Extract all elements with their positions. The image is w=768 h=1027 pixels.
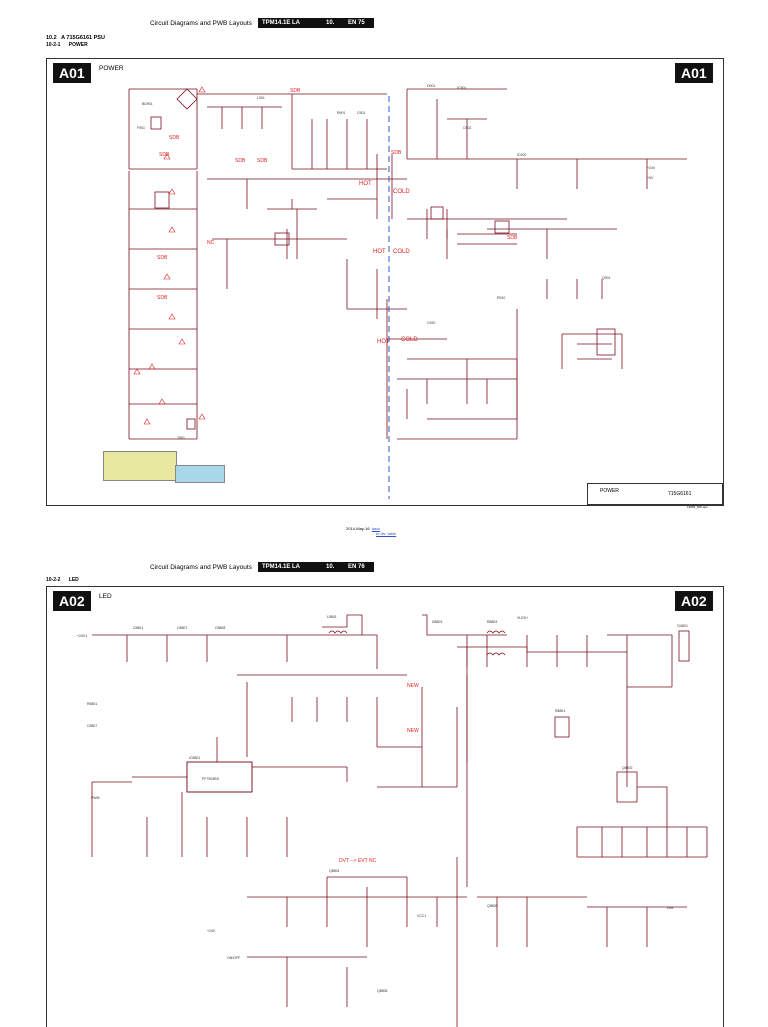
- cold-label-2: COLD: [393, 249, 410, 255]
- svg-text:IC902: IC902: [517, 153, 526, 157]
- footer-table-link[interactable]: to div. table: [376, 531, 397, 536]
- svg-text:Q8802: Q8802: [622, 766, 633, 770]
- svg-text:SDB: SDB: [257, 158, 268, 164]
- hot-label-3: HOT: [377, 339, 390, 345]
- svg-text:DVT --> EVT NC: DVT --> EVT NC: [339, 858, 377, 864]
- svg-text:C8801: C8801: [133, 626, 143, 630]
- block-name-label-2: LED: [99, 593, 112, 600]
- svg-text:+5V: +5V: [647, 176, 654, 180]
- svg-text:R8801: R8801: [87, 702, 97, 706]
- svg-text:F901: F901: [137, 126, 145, 130]
- title-block-code: 715G6161: [668, 491, 692, 497]
- subsection-number: 10-2-1: [46, 42, 61, 48]
- footer-date: 2014-May-16: [346, 526, 370, 531]
- schematic-frame-led: +24V1 C8801 C8807 C8808 L8801 D8803 R880…: [46, 586, 724, 1027]
- header-chapter-badge-2: 10.: [322, 562, 344, 572]
- svg-text:D8803: D8803: [432, 620, 442, 624]
- subsection-title: POWER: [68, 42, 88, 48]
- component-table-1: [103, 451, 177, 481]
- svg-text:Q901: Q901: [602, 276, 611, 280]
- svg-text:PF7903BS: PF7903BS: [202, 777, 220, 781]
- svg-text:SDB: SDB: [290, 88, 301, 94]
- subsection-title-2: LED: [68, 577, 79, 583]
- svg-text:SDB: SDB: [157, 295, 168, 301]
- cold-label-3: COLD: [401, 337, 418, 343]
- subsection-number-2: 10-2-2: [46, 577, 61, 583]
- svg-text:+24V: +24V: [207, 929, 216, 933]
- svg-text:C8807: C8807: [177, 626, 187, 630]
- svg-text:VCC1: VCC1: [417, 914, 426, 918]
- header-page-badge-2: EN 76: [344, 562, 374, 572]
- header-chapter-badge: 10.: [322, 18, 344, 28]
- header-page-badge: EN 75: [344, 18, 374, 28]
- svg-text:+24V1: +24V1: [77, 634, 87, 638]
- page-header-1: Circuit Diagrams and PWB Layouts TPM14.1…: [0, 16, 768, 30]
- schematic-frame-power: SDB SDB SDB SDB SDB SDB SDB SDB SDB NC B…: [46, 58, 724, 509]
- svg-text:IC901: IC901: [457, 86, 466, 90]
- svg-text:Q8805: Q8805: [487, 904, 498, 908]
- svg-text:BD901: BD901: [142, 102, 153, 106]
- subsection-heading-power: 10-2-1 POWER: [46, 42, 88, 48]
- svg-text:SDB: SDB: [169, 135, 180, 141]
- svg-text:L8801: L8801: [327, 615, 337, 619]
- svg-text:L901: L901: [257, 96, 265, 100]
- section-number: 10.2: [46, 35, 57, 41]
- svg-text:R901: R901: [337, 111, 345, 115]
- svg-text:ON/OFF: ON/OFF: [227, 956, 240, 960]
- svg-text:+24V: +24V: [647, 166, 656, 170]
- block-name-label: POWER: [99, 65, 124, 72]
- svg-text:R910: R910: [497, 296, 505, 300]
- page-footer-1: 2014-May-16 back to div. table: [346, 526, 396, 536]
- svg-text:R8804: R8804: [487, 620, 497, 624]
- cold-label-1: COLD: [393, 189, 410, 195]
- power-schematic-drawing: SDB SDB SDB SDB SDB SDB SDB SDB SDB NC B…: [128, 84, 687, 499]
- svg-text:C8807: C8807: [87, 724, 97, 728]
- header-title: Circuit Diagrams and PWB Layouts: [150, 20, 252, 27]
- section-heading: 10.2 A 715G6161 PSU: [46, 35, 105, 41]
- svg-text:C8808: C8808: [215, 626, 225, 630]
- title-block-name: POWER: [600, 488, 619, 494]
- svg-text:T901: T901: [177, 436, 185, 440]
- svg-text:NEW: NEW: [407, 728, 419, 734]
- svg-text:SDB: SDB: [507, 235, 518, 241]
- component-table-2: [175, 465, 225, 483]
- block-id-badge-right: A01: [675, 63, 713, 83]
- header-model-badge: TPM14.1E LA: [258, 18, 324, 28]
- svg-text:C902: C902: [463, 126, 471, 130]
- svg-text:NC: NC: [207, 240, 215, 246]
- title-block: POWER 715G6161: [587, 483, 723, 505]
- svg-text:SDB: SDB: [391, 150, 402, 156]
- svg-text:PWM: PWM: [91, 796, 100, 800]
- svg-text:SDB: SDB: [157, 255, 168, 261]
- block-id-badge-left: A01: [53, 63, 91, 83]
- svg-text:SDB: SDB: [159, 152, 170, 158]
- svg-text:Q8804: Q8804: [329, 869, 340, 873]
- subsection-heading-led: 10-2-2 LED: [46, 577, 79, 583]
- svg-text:NEW: NEW: [407, 683, 419, 689]
- hot-label-2: HOT: [373, 249, 386, 255]
- svg-text:C920: C920: [427, 321, 435, 325]
- led-schematic-drawing: +24V1 C8801 C8807 C8808 L8801 D8803 R880…: [77, 614, 708, 1027]
- hot-label-1: HOT: [359, 181, 372, 187]
- svg-text:R8801: R8801: [555, 709, 565, 713]
- svg-text:Q8806: Q8806: [377, 989, 388, 993]
- corner-file-code: 19055_500.eps: [687, 505, 708, 509]
- page-header-2: Circuit Diagrams and PWB Layouts TPM14.1…: [0, 560, 768, 574]
- section-title: A 715G6161 PSU: [61, 35, 105, 41]
- svg-text:SDB: SDB: [235, 158, 246, 164]
- svg-text:DIM: DIM: [667, 906, 674, 910]
- svg-text:IC8801: IC8801: [189, 756, 200, 760]
- footer-back-link[interactable]: back: [371, 526, 381, 531]
- svg-text:D901: D901: [427, 84, 435, 88]
- svg-text:CN801: CN801: [677, 624, 688, 628]
- svg-text:VLED+: VLED+: [517, 616, 528, 620]
- header-title-2: Circuit Diagrams and PWB Layouts: [150, 564, 252, 571]
- svg-text:C901: C901: [357, 111, 365, 115]
- header-model-badge-2: TPM14.1E LA: [258, 562, 324, 572]
- block-id-badge-left-2: A02: [53, 591, 91, 611]
- block-id-badge-right-2: A02: [675, 591, 713, 611]
